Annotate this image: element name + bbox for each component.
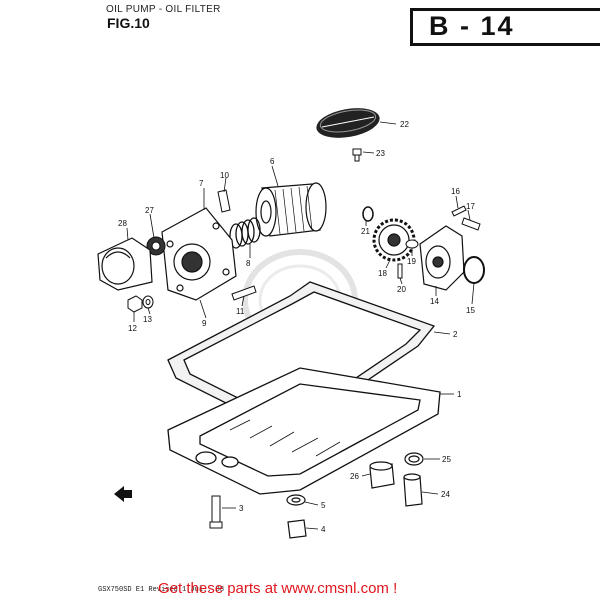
callout-16: 16 (451, 187, 460, 196)
part-5-washer (286, 494, 306, 506)
part-7-housing (161, 207, 237, 301)
callout-20: 20 (397, 285, 406, 294)
part-25-washer (404, 452, 424, 466)
callout-4: 4 (321, 525, 326, 534)
front-arrow-icon (114, 486, 132, 502)
callout-19: 19 (407, 257, 416, 266)
callout-8: 8 (246, 259, 251, 268)
callout-7: 7 (199, 179, 204, 188)
callout-28: 28 (118, 219, 127, 228)
part-20-pin (397, 263, 403, 279)
callout-10: 10 (220, 171, 229, 180)
callout-13: 13 (143, 315, 152, 324)
part-6-oil-filter (255, 182, 327, 237)
callout-25: 25 (442, 455, 451, 464)
callout-17: 17 (466, 202, 475, 211)
callout-9: 9 (202, 319, 207, 328)
part-15-o-ring (463, 256, 485, 284)
part-19-collar (405, 239, 419, 249)
callout-12: 12 (128, 324, 137, 333)
part-23-bolt (352, 148, 362, 162)
part-10-pin (217, 189, 231, 213)
figure-label: FIG.10 (107, 15, 150, 31)
leader-lines (126, 121, 475, 530)
model-revision-code: GSX750SD E1 Revised 1 Jul.. 88 (98, 586, 225, 594)
page-code: B - 14 (429, 11, 515, 41)
page-code-box: B - 14 (410, 8, 600, 46)
callout-14: 14 (430, 297, 439, 306)
callout-26: 26 (350, 472, 359, 481)
buy-parts-link[interactable]: Get these parts at www.cmsnl.com ! (158, 580, 398, 597)
part-3-bolt (209, 495, 223, 529)
part-8-spring (229, 217, 261, 249)
callout-3: 3 (239, 504, 244, 513)
callout-5: 5 (321, 501, 326, 510)
part-28-pump-body (97, 237, 153, 291)
part-27-gear (146, 236, 166, 256)
callout-11: 11 (236, 307, 245, 316)
callout-22: 22 (400, 120, 409, 129)
section-title: OIL PUMP - OIL FILTER (106, 4, 221, 15)
part-24-fitting (403, 473, 423, 507)
part-11-pin (231, 285, 257, 301)
part-18-sprocket (372, 218, 416, 262)
part-21-circlip (362, 206, 374, 222)
callout-27: 27 (145, 206, 154, 215)
callout-24: 24 (441, 490, 450, 499)
part-22-cover (316, 108, 380, 138)
callout-numbers: 22 23 6 10 7 28 27 8 16 17 21 19 18 20 1… (118, 120, 475, 534)
part-2-gasket (167, 281, 436, 431)
part-1-oil-pan (167, 367, 441, 495)
callout-6: 6 (270, 157, 275, 166)
part-14-oil-pump (419, 225, 465, 291)
part-26-plug (369, 461, 395, 489)
part-16-bolt (451, 205, 467, 217)
callout-23: 23 (376, 149, 385, 158)
part-12-nut (127, 295, 143, 313)
part-13-washer (142, 295, 154, 309)
part-4-drain-plug (287, 519, 307, 539)
callout-1: 1 (457, 390, 462, 399)
callout-15: 15 (466, 306, 475, 315)
callout-21: 21 (361, 227, 370, 236)
callout-2: 2 (453, 330, 458, 339)
callout-18: 18 (378, 269, 387, 278)
part-17-bolt (461, 217, 481, 231)
